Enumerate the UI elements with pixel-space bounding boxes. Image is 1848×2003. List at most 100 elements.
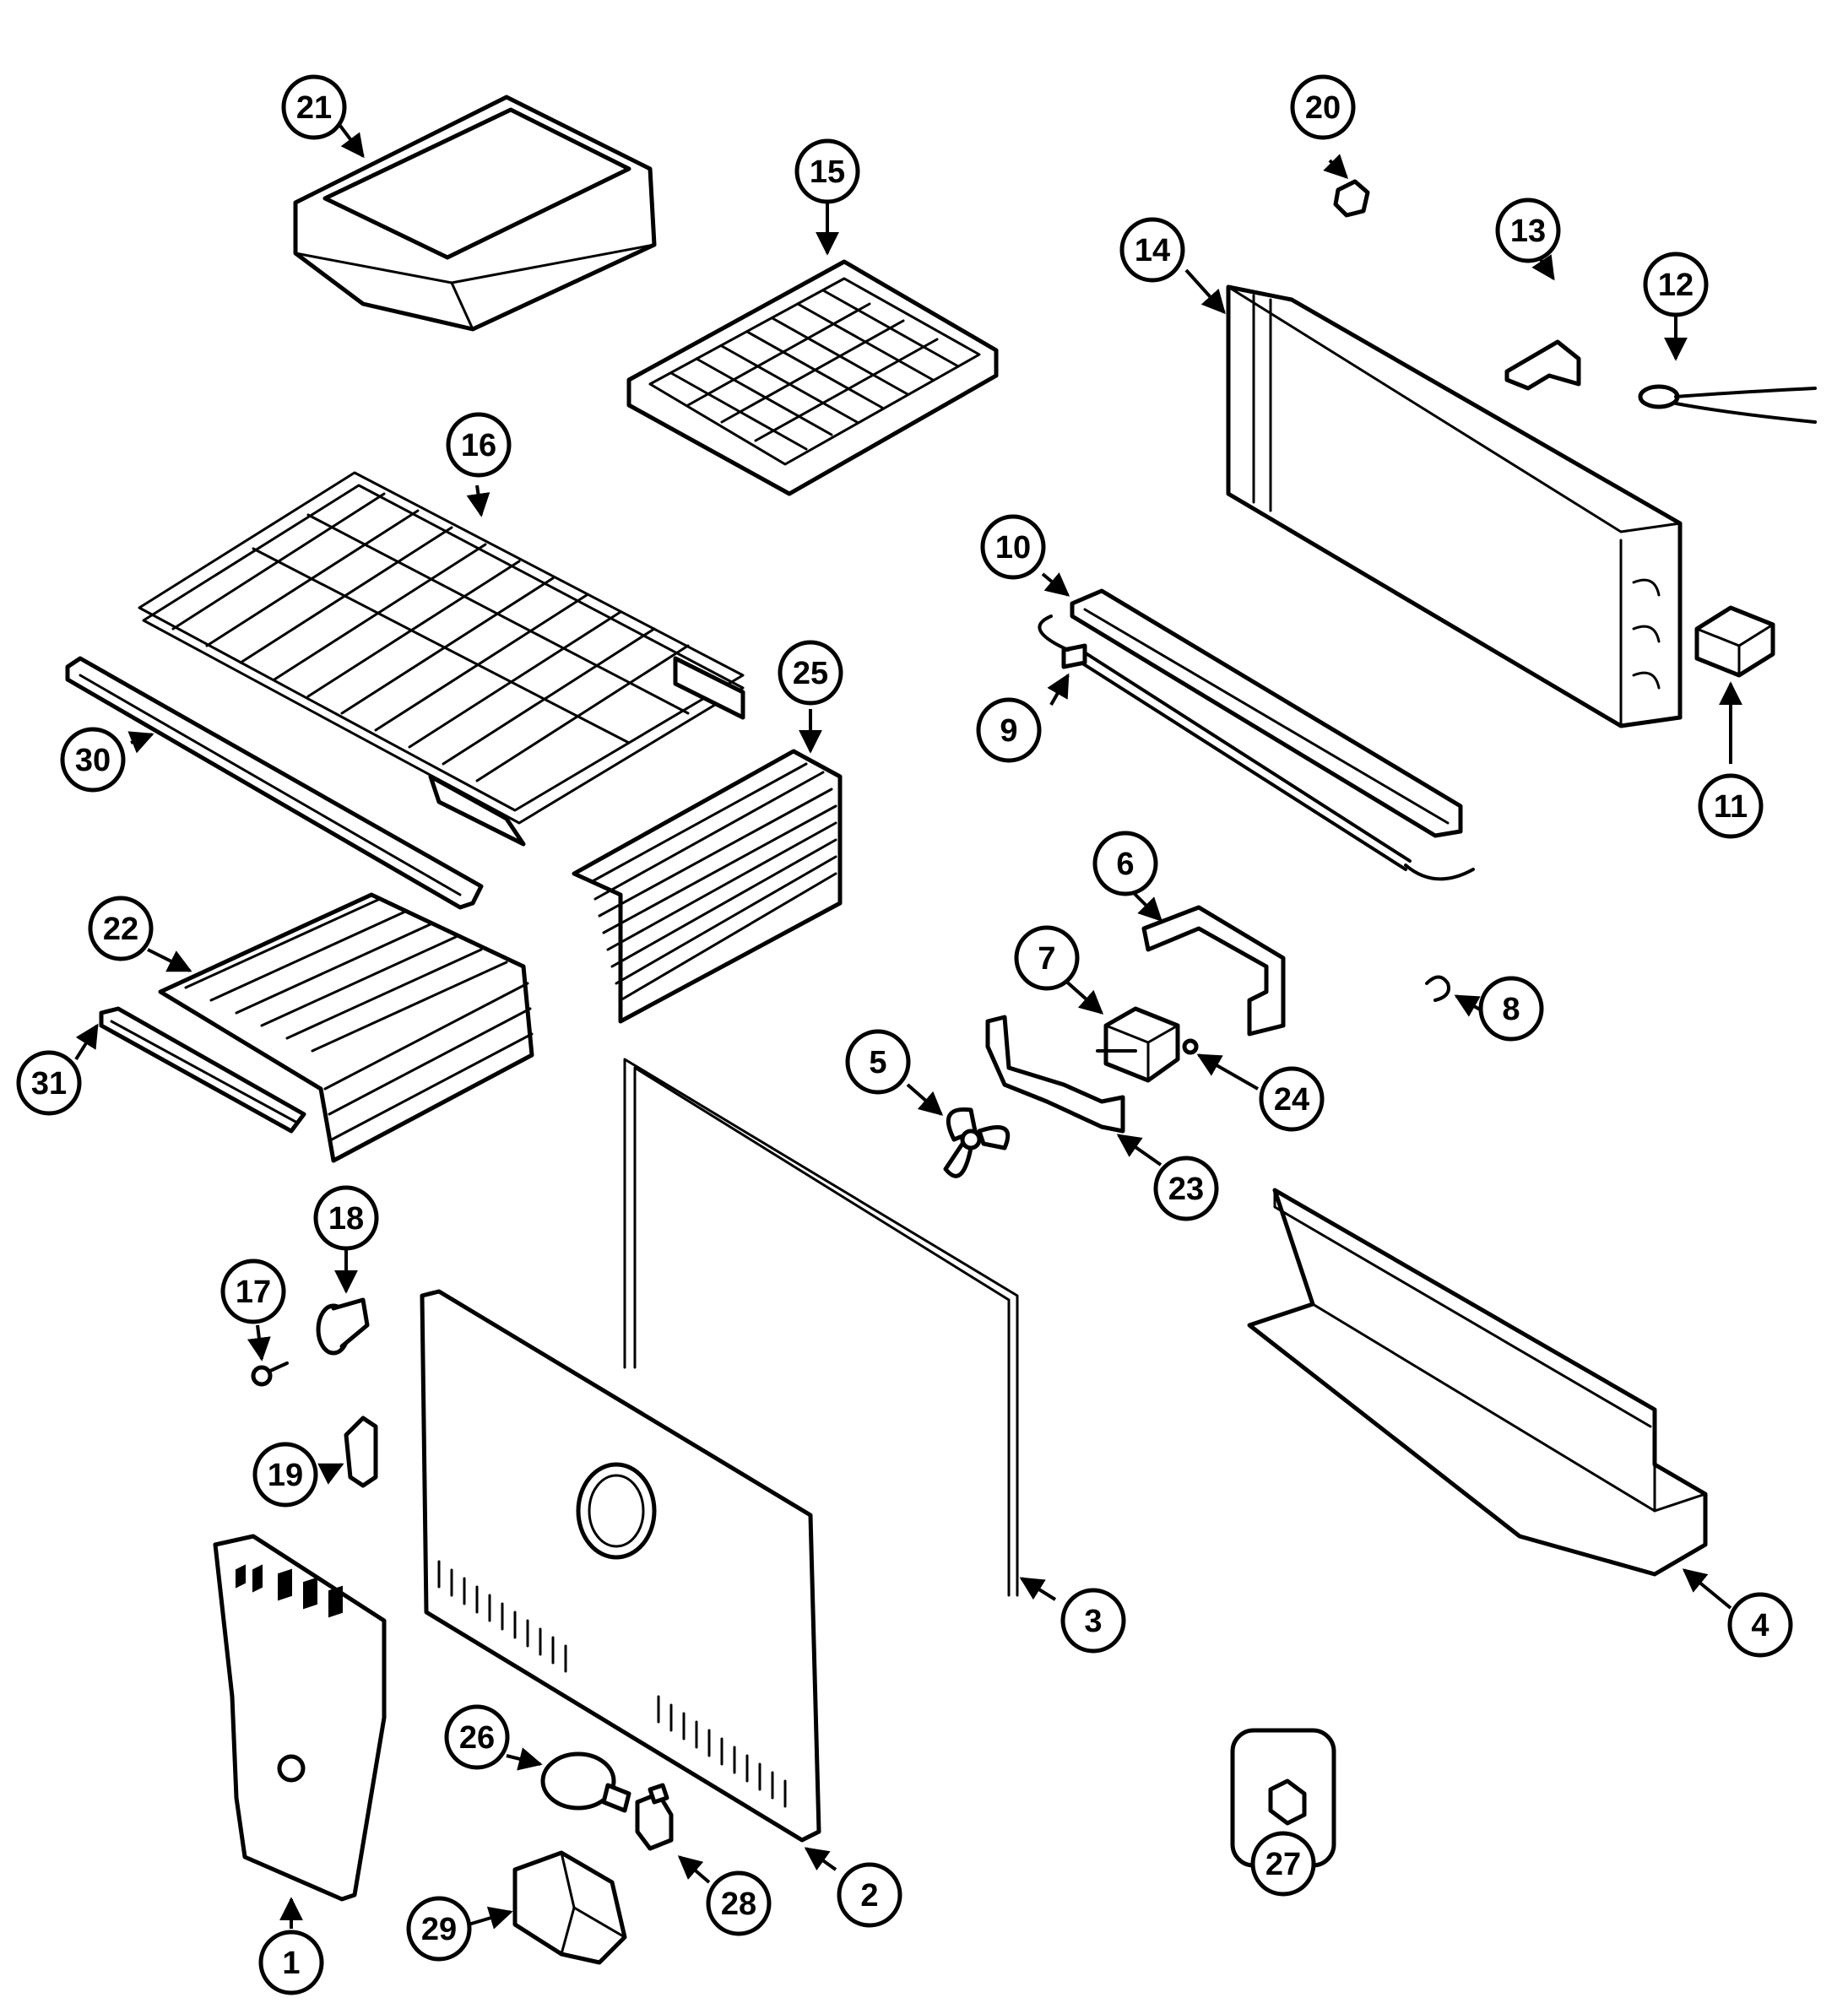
part-31-trim-strip [99, 1006, 306, 1134]
callout-circle [258, 1930, 324, 1995]
callout-circle [16, 1050, 82, 1116]
part-7-fan-motor [1096, 1006, 1180, 1083]
callout-27: 27 [1250, 1831, 1316, 1897]
callout-9: 9 [976, 697, 1042, 763]
callout-29: 29 [406, 1896, 472, 1962]
callout-circle [1060, 1588, 1126, 1654]
callout-number: 24 [1274, 1082, 1309, 1118]
callout-number: 29 [421, 1912, 457, 1947]
part-24-ball [1182, 1038, 1199, 1055]
part-20-grommet [1333, 179, 1370, 218]
callout-number: 15 [810, 154, 845, 190]
callout-6: 6 [1092, 831, 1158, 896]
callout-18: 18 [313, 1185, 379, 1251]
callout-number: 8 [1502, 992, 1520, 1027]
callout-circle [1698, 773, 1764, 839]
part-17-screw [251, 1361, 289, 1387]
callout-circle [1290, 74, 1356, 140]
part-19-light-shield [344, 1416, 378, 1488]
callout-15: 15 [794, 138, 860, 204]
callout-circle [1014, 925, 1080, 991]
callout-3: 3 [1060, 1588, 1126, 1654]
callout-circle [88, 896, 154, 961]
part-22-crisper-cover [158, 892, 534, 1163]
callout-2: 2 [837, 1862, 902, 1928]
callout-circle [1643, 252, 1709, 317]
part-13-bracket [1504, 339, 1581, 391]
callout-31: 31 [16, 1050, 82, 1116]
callout-circle [706, 1870, 772, 1936]
part-2-rear-panel [420, 1289, 821, 1843]
part-11-terminal-block [1694, 605, 1775, 678]
callout-8: 8 [1478, 976, 1544, 1042]
callout-number: 12 [1658, 268, 1694, 303]
callout-circle [444, 1704, 510, 1770]
callout-14: 14 [1119, 217, 1185, 283]
leader-lines [74, 121, 1742, 1930]
callout-circle [1250, 1831, 1316, 1897]
part-6-bracket [1141, 905, 1286, 1037]
part-14-evaporator [1226, 284, 1683, 728]
callout-circle [446, 412, 512, 478]
part-4-drain-trough [1247, 1188, 1708, 1577]
part-10-heater-channel [1070, 588, 1463, 838]
part-5-fan-blade [943, 1107, 1011, 1178]
part-28-lamp-socket [635, 1783, 674, 1851]
callout-number: 23 [1168, 1172, 1204, 1207]
callout-number: 10 [995, 530, 1031, 566]
part-23-motor-bracket [985, 1015, 1125, 1134]
part-29-light-cover [512, 1850, 627, 1965]
part-12-thermostat [1638, 384, 1817, 424]
callout-circle [845, 1029, 911, 1095]
callout-number: 19 [268, 1458, 303, 1493]
callout-16: 16 [446, 412, 512, 478]
callout-26: 26 [444, 1704, 510, 1770]
callout-number: 5 [869, 1045, 886, 1080]
callout-10: 10 [980, 514, 1046, 580]
callout-circle [60, 727, 126, 793]
callout-number: 14 [1135, 233, 1170, 268]
callout-30: 30 [60, 727, 126, 793]
part-27-switch [1230, 1728, 1336, 1868]
callout-circle [252, 1442, 318, 1508]
callout-number: 27 [1265, 1847, 1301, 1882]
callout-number: 28 [721, 1887, 756, 1922]
callout-5: 5 [845, 1029, 911, 1095]
callout-number: 31 [31, 1066, 67, 1102]
part-21-bin [293, 95, 657, 332]
callout-number: 13 [1510, 214, 1546, 249]
callout-number: 25 [793, 656, 828, 691]
callout-circle [1495, 198, 1561, 263]
part-25-ribbed-panel [572, 749, 843, 1024]
callout-circle [1478, 976, 1544, 1042]
callout-circle [1092, 831, 1158, 896]
part-30-trim-strip [65, 656, 484, 910]
callout-4: 4 [1727, 1592, 1793, 1658]
callout-17: 17 [220, 1259, 286, 1324]
callout-circle [1727, 1592, 1793, 1658]
callout-20: 20 [1290, 74, 1356, 140]
callout-7: 7 [1014, 925, 1080, 991]
callout-1: 1 [258, 1930, 324, 1995]
callout-number: 6 [1116, 847, 1134, 882]
part-16-wire-shelf [138, 471, 745, 847]
callout-number: 17 [236, 1275, 271, 1310]
callout-circle [837, 1862, 902, 1928]
callout-19: 19 [252, 1442, 318, 1508]
part-8-clip [1425, 975, 1450, 1002]
callout-circle [220, 1259, 286, 1324]
callout-circle [778, 640, 843, 706]
callout-circle [1119, 217, 1185, 283]
callout-number: 20 [1305, 90, 1341, 126]
callout-number: 26 [459, 1720, 495, 1756]
part-9-heater-tube [1038, 614, 1475, 881]
callout-24: 24 [1259, 1066, 1325, 1132]
callout-number: 18 [328, 1201, 364, 1237]
callout-28: 28 [706, 1870, 772, 1936]
callout-25: 25 [778, 640, 843, 706]
callout-number: 16 [461, 428, 496, 463]
callout-number: 11 [1714, 789, 1748, 825]
callout-circle [976, 697, 1042, 763]
